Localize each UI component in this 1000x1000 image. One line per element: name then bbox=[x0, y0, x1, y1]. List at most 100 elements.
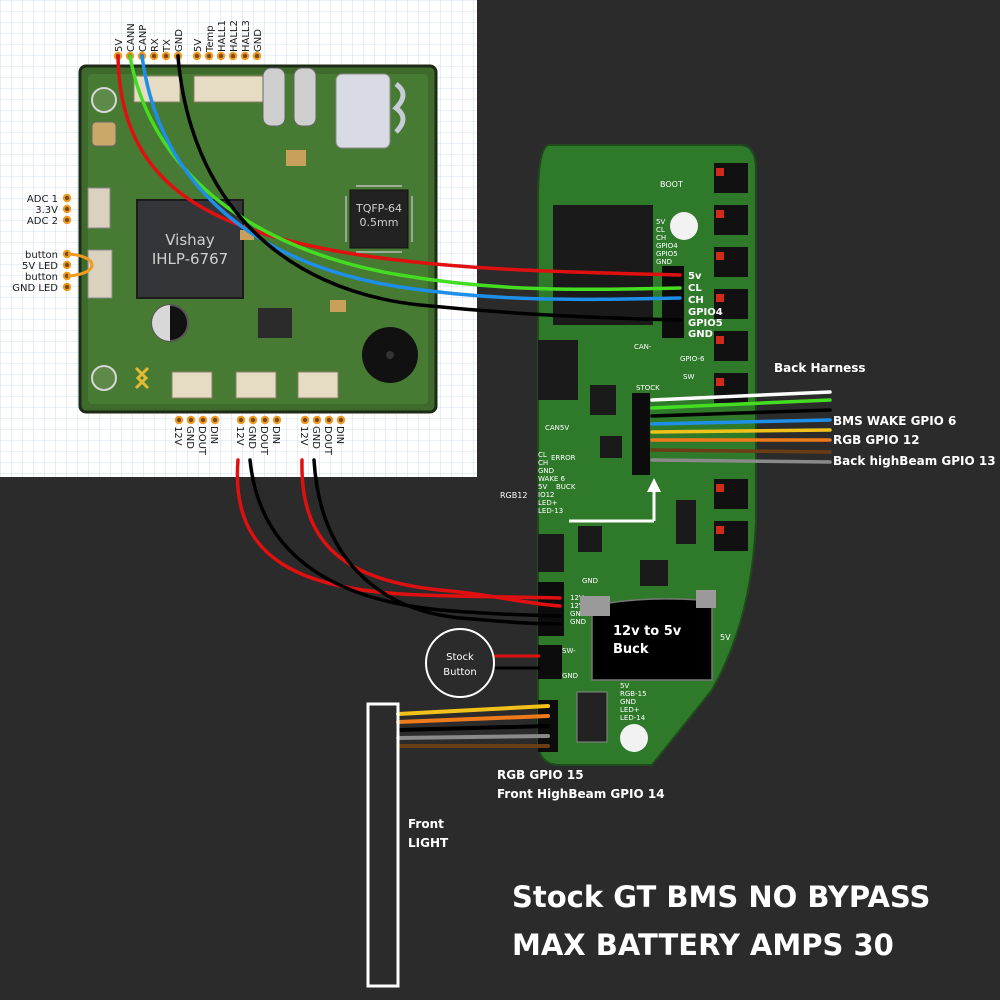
wires-power bbox=[235, 458, 562, 626]
bms-small-gpio4: GPIO4 bbox=[656, 242, 678, 250]
bottom-connector-2 bbox=[235, 371, 277, 399]
ctrl-b3-12v: 12V bbox=[298, 426, 309, 446]
bms-pin-ch: CH bbox=[688, 295, 704, 306]
front-light-label: Front bbox=[408, 817, 444, 831]
title-line-2: MAX BATTERY AMPS 30 bbox=[512, 928, 894, 962]
bms-board: BOOT 5V CL CH GPIO4 GPIO5 GND 5v CL CH G… bbox=[500, 144, 757, 766]
rgb-gpio15-label: RGB GPIO 15 bbox=[497, 768, 584, 782]
stock-button-label: Stock bbox=[446, 652, 474, 663]
ctrl-b2-gnd: GND bbox=[246, 426, 257, 449]
ctrl-b2-12v: 12V bbox=[234, 426, 245, 446]
wire-gnd-black bbox=[176, 54, 682, 322]
stock-label: STOCK bbox=[636, 384, 660, 392]
controller-panel: Vishay IHLP-6767 TQFP-64 0.5mm bbox=[0, 0, 477, 477]
ctrl-pin-canp: CANP bbox=[138, 25, 149, 52]
ctrl-pin-cann: CANN bbox=[126, 23, 137, 52]
adc-connector bbox=[87, 187, 111, 229]
wire-5v-red bbox=[116, 54, 682, 277]
ctrl-b1-12v: 12V bbox=[172, 426, 183, 446]
rgb-gpio12-label: RGB GPIO 12 bbox=[833, 433, 920, 447]
bms-pin-gnd: GND bbox=[688, 329, 713, 340]
ctrl-pin-gnd-hall: GND bbox=[253, 29, 264, 52]
bms-pin-gpio5: GPIO5 bbox=[688, 318, 723, 329]
title-line-1: Stock GT BMS NO BYPASS bbox=[512, 880, 930, 914]
stock-button-label-2: Button bbox=[443, 667, 477, 678]
front-light bbox=[366, 702, 400, 988]
antenna-module bbox=[335, 73, 391, 149]
can-label: CAN- bbox=[634, 343, 652, 351]
bms-front-ledp: LED+ bbox=[620, 706, 640, 714]
stock-button bbox=[425, 628, 495, 698]
ctrl-pin-hall3: HALL3 bbox=[241, 20, 252, 52]
wire-canl-green bbox=[128, 54, 682, 292]
bms-small-ch: CH bbox=[656, 234, 666, 242]
wire-power-12v-b bbox=[300, 458, 562, 608]
inductor-model: IHLP-6767 bbox=[152, 250, 228, 268]
sw-label: SW bbox=[683, 373, 694, 381]
bms-pin-5v: 5v bbox=[688, 271, 702, 282]
back-harness-label: Back Harness bbox=[774, 361, 866, 375]
error-label: ERROR bbox=[551, 454, 576, 462]
inductor-brand: Vishay bbox=[165, 231, 215, 249]
wires-stock-button bbox=[490, 654, 540, 670]
wires-controller-to-bms bbox=[116, 54, 682, 322]
bms-front-led14: LED-14 bbox=[620, 714, 646, 722]
bms-left-5v: 5V bbox=[538, 483, 547, 491]
ctrl-pin-5v-hall: 5V bbox=[193, 39, 204, 52]
buck-subtitle: Buck bbox=[613, 642, 649, 657]
ctrl-b1-din: DIN bbox=[208, 426, 219, 444]
bms-left-ch: CH bbox=[538, 459, 548, 467]
buck-title: 12v to 5v bbox=[613, 624, 682, 639]
switch-connector bbox=[538, 645, 562, 679]
sw-minus-label: SW- bbox=[562, 647, 576, 655]
mcu-pitch-label: 0.5mm bbox=[360, 216, 399, 229]
bms-front-rgb15: RGB-15 bbox=[620, 690, 647, 698]
bms-buck-pin: BUCK bbox=[556, 483, 576, 491]
ctrl-b2-dout: DOUT bbox=[258, 426, 269, 456]
ctrl-b1-gnd: GND bbox=[184, 426, 195, 449]
bms-left-wake: WAKE 6 bbox=[538, 475, 566, 483]
ctrl-b2-din: DIN bbox=[270, 426, 281, 444]
bms-pin-gpio4: GPIO4 bbox=[688, 307, 723, 318]
can5v-label: CAN5V bbox=[545, 424, 569, 432]
bms-comm-connector bbox=[662, 266, 684, 338]
mcu-chip bbox=[349, 189, 409, 249]
ctrl-pin-rx: RX bbox=[150, 38, 161, 52]
power-connector bbox=[538, 582, 564, 636]
gpio6-label: GPIO-6 bbox=[680, 355, 705, 363]
bms-small-gpio5: GPIO5 bbox=[656, 250, 678, 258]
wire-power-gnd-b bbox=[312, 458, 562, 626]
bms-power-gnd-b: GND bbox=[570, 618, 586, 626]
bms-front-gnd: GND bbox=[620, 698, 636, 706]
wires-front-light bbox=[396, 704, 550, 748]
mcu-label: TQFP-64 bbox=[355, 202, 402, 215]
ctrl-b3-dout: DOUT bbox=[322, 426, 333, 456]
ctrl-pin-gnd-led: GND LED bbox=[12, 283, 58, 294]
bms-left-led13: LED-13 bbox=[538, 507, 563, 515]
back-harness-connector bbox=[632, 393, 650, 475]
ctrl-pin-3v3: 3.3V bbox=[35, 205, 58, 216]
wires-back-harness bbox=[650, 390, 832, 464]
ctrl-pin-gnd: GND bbox=[174, 29, 185, 52]
bms-wake-label: BMS WAKE GPIO 6 bbox=[833, 414, 956, 428]
bms-small-gnd: GND bbox=[656, 258, 672, 266]
bms-left-cl: CL bbox=[538, 451, 547, 459]
front-highbeam-label: Front HighBeam GPIO 14 bbox=[497, 787, 665, 801]
rgb12-label: RGB12 bbox=[500, 491, 527, 500]
right-5v-label: 5V bbox=[720, 633, 731, 642]
bms-front-5v: 5V bbox=[620, 682, 629, 690]
bms-left-ledp: LED+ bbox=[538, 499, 558, 507]
bms-power-gnd-a: GND bbox=[570, 610, 586, 618]
ctrl-pin-adc1: ADC 1 bbox=[27, 194, 58, 205]
power-gnd-label: GND bbox=[582, 577, 598, 585]
top-connector-right bbox=[193, 75, 267, 103]
bms-small-cl: CL bbox=[656, 226, 665, 234]
bottom-connector-1 bbox=[171, 371, 213, 399]
bms-power-12v-b: 12V bbox=[570, 602, 584, 610]
button-connector bbox=[87, 249, 113, 299]
ctrl-pin-hall1: HALL1 bbox=[217, 20, 228, 52]
bms-power-12v-a: 12V bbox=[570, 594, 584, 602]
bms-mcu bbox=[553, 205, 653, 325]
ctrl-pin-tx: TX bbox=[162, 39, 173, 53]
